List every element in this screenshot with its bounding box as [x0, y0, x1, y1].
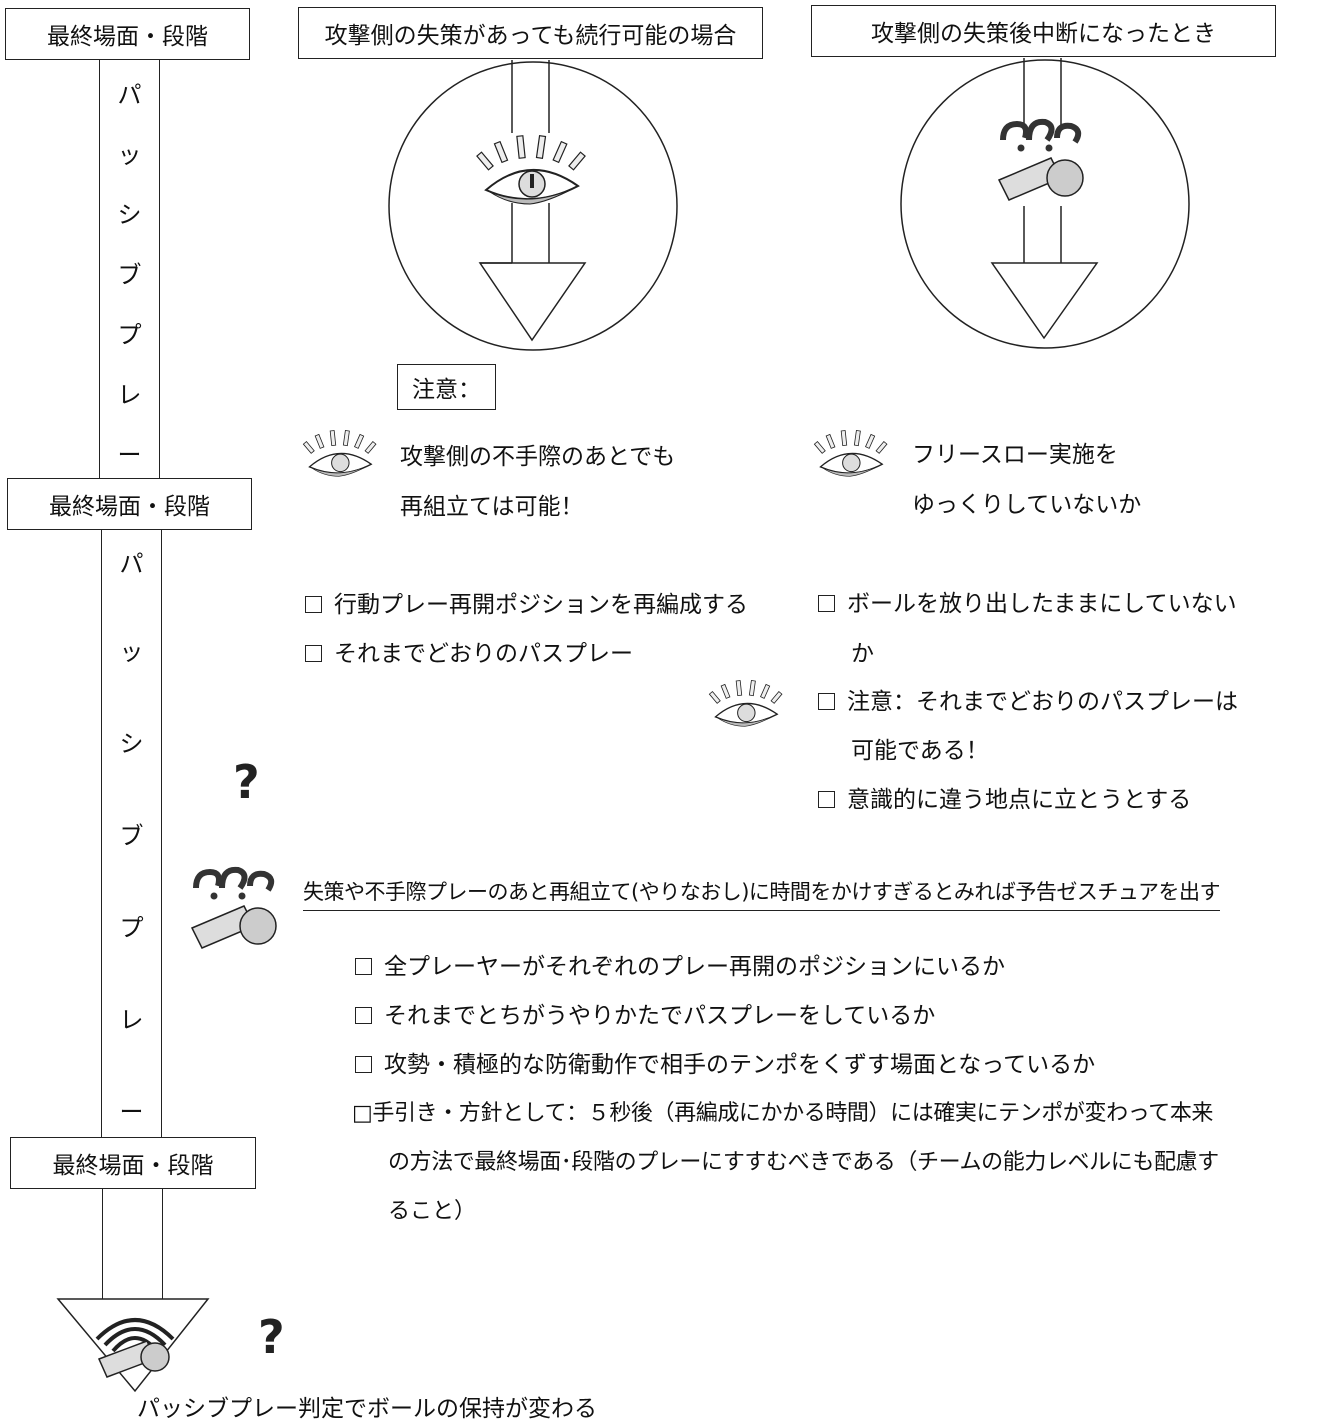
checkbox: [818, 595, 835, 612]
checklist-text: 攻勢・積極的な防衛動作で相手のテンポをくずす場面となっているか: [384, 1052, 1096, 1078]
passive-char: レ: [119, 1006, 144, 1034]
passive-char: パ: [119, 550, 144, 578]
guideline-line2: の方法で最終場面･段階のプレーにすすむべきである（チームの能力レベルにも配慮す: [388, 1150, 1219, 1175]
checklist-text: 意識的に違う地点に立とうとする: [847, 787, 1192, 813]
stage-label-1: 最終場面・段階: [47, 24, 208, 50]
col1-note-line2: 再組立ては可能！: [400, 494, 584, 520]
passive-char: ッ: [119, 638, 144, 666]
checkbox: [355, 958, 372, 975]
passive-char: レ: [117, 381, 142, 409]
passive-char: シ: [119, 730, 144, 758]
watching-eye-icon: [476, 135, 586, 205]
confused-whistle-icon: [190, 866, 277, 949]
confused-whistle-icon: [997, 118, 1084, 201]
col2-item1-cont: か: [851, 641, 874, 667]
checkbox: [355, 1056, 372, 1073]
checklist-text: 注意：それまでどおりのパスプレーは: [847, 689, 1238, 715]
col2-note-line2: ゆっくりしていないか: [912, 492, 1142, 518]
note-label-box: 注意：: [397, 364, 496, 410]
checkbox: [818, 693, 835, 710]
passive-play-column-1: パ ッ シ ブ プ レ ー: [99, 60, 160, 478]
bottom-caption: パッシブプレー判定でボールの保持が変わる: [137, 1396, 597, 1422]
checklist-text: 全プレーヤーがそれぞれのプレー再開のポジションにいるか: [384, 954, 1005, 980]
passive-char: プ: [119, 914, 144, 942]
lower-checklist-item: 攻勢・積極的な防衛動作で相手のテンポをくずす場面となっているか: [355, 1050, 1095, 1080]
passive-play-column-2: パ ッ シ ブ プ レ ー: [101, 530, 162, 1137]
passive-char: ー: [119, 1098, 144, 1126]
passive-char: ブ: [119, 822, 144, 850]
stage-box-1: 最終場面・段階: [5, 8, 250, 60]
eye-icon: [813, 430, 888, 477]
lower-checklist-item: それまでとちがうやりかたでパスプレーをしているか: [355, 1001, 935, 1031]
col2-circle-diagram: [900, 58, 1190, 349]
col1-checklist-item: 行動プレー再開ポジションを再編成する: [305, 590, 748, 620]
col1-title-box: 攻撃側の失策があっても続行可能の場合: [298, 7, 763, 59]
checklist-text: それまでどおりのパスプレー: [334, 641, 633, 667]
note-label: 注意：: [412, 377, 481, 403]
col2-note-line1: フリースロー実施を: [912, 442, 1118, 468]
col2-checklist-item: ボールを放り出したままにしていない: [818, 589, 1237, 619]
passive-char: パ: [117, 81, 142, 109]
stage-box-2: 最終場面・段階: [7, 478, 252, 530]
checkbox: [818, 791, 835, 808]
col1-checklist-item: それまでどおりのパスプレー: [305, 639, 633, 669]
question-mark-icon: ?: [258, 1310, 285, 1364]
checkbox: [305, 645, 322, 662]
guideline-line1: □手引き・方針として：５秒後（再編成にかかる時間）には確実にテンポが変わって本来: [352, 1101, 1214, 1126]
col1-title: 攻撃側の失策があっても続行可能の場合: [324, 23, 737, 49]
passive-char: ッ: [117, 141, 142, 169]
col1-circle-diagram: [388, 60, 678, 351]
eye-icon: [708, 680, 783, 727]
col2-checklist-item: 意識的に違う地点に立とうとする: [818, 785, 1191, 815]
checklist-text: それまでとちがうやりかたでパスプレーをしているか: [384, 1003, 936, 1029]
stage-label-3: 最終場面・段階: [52, 1153, 214, 1179]
lower-headline: 失策や不手際プレーのあと再組立て(やりなおし)に時間をかけすぎるとみれば予告ゼス…: [303, 877, 1220, 911]
stage-box-3: 最終場面・段階: [10, 1137, 256, 1189]
col1-note-line1: 攻撃側の不手際のあとでも: [400, 444, 676, 470]
eye-icon: [302, 430, 377, 477]
question-mark-icon: ?: [233, 755, 260, 809]
col2-title-box: 攻撃側の失策後中断になったとき: [811, 5, 1276, 57]
checkbox: [305, 596, 322, 613]
col2-item2-cont: 可能である！: [851, 738, 989, 764]
passive-char: ブ: [117, 261, 142, 289]
passive-char: シ: [117, 201, 142, 229]
checklist-text: 行動プレー再開ポジションを再編成する: [334, 592, 748, 618]
passive-char: プ: [117, 321, 142, 349]
passive-char: ー: [117, 441, 142, 469]
final-connector: [102, 1189, 163, 1301]
checkbox: [355, 1007, 372, 1024]
lower-checklist-item: 全プレーヤーがそれぞれのプレー再開のポジションにいるか: [355, 952, 1005, 982]
checklist-text: ボールを放り出したままにしていない: [847, 591, 1237, 617]
col2-checklist-item: 注意：それまでどおりのパスプレーは: [818, 687, 1238, 717]
stage-label-2: 最終場面・段階: [49, 494, 210, 520]
whistle-triangle-icon: [56, 1298, 210, 1393]
col2-title: 攻撃側の失策後中断になったとき: [871, 21, 1216, 47]
guideline-line3: ること）: [388, 1199, 477, 1224]
